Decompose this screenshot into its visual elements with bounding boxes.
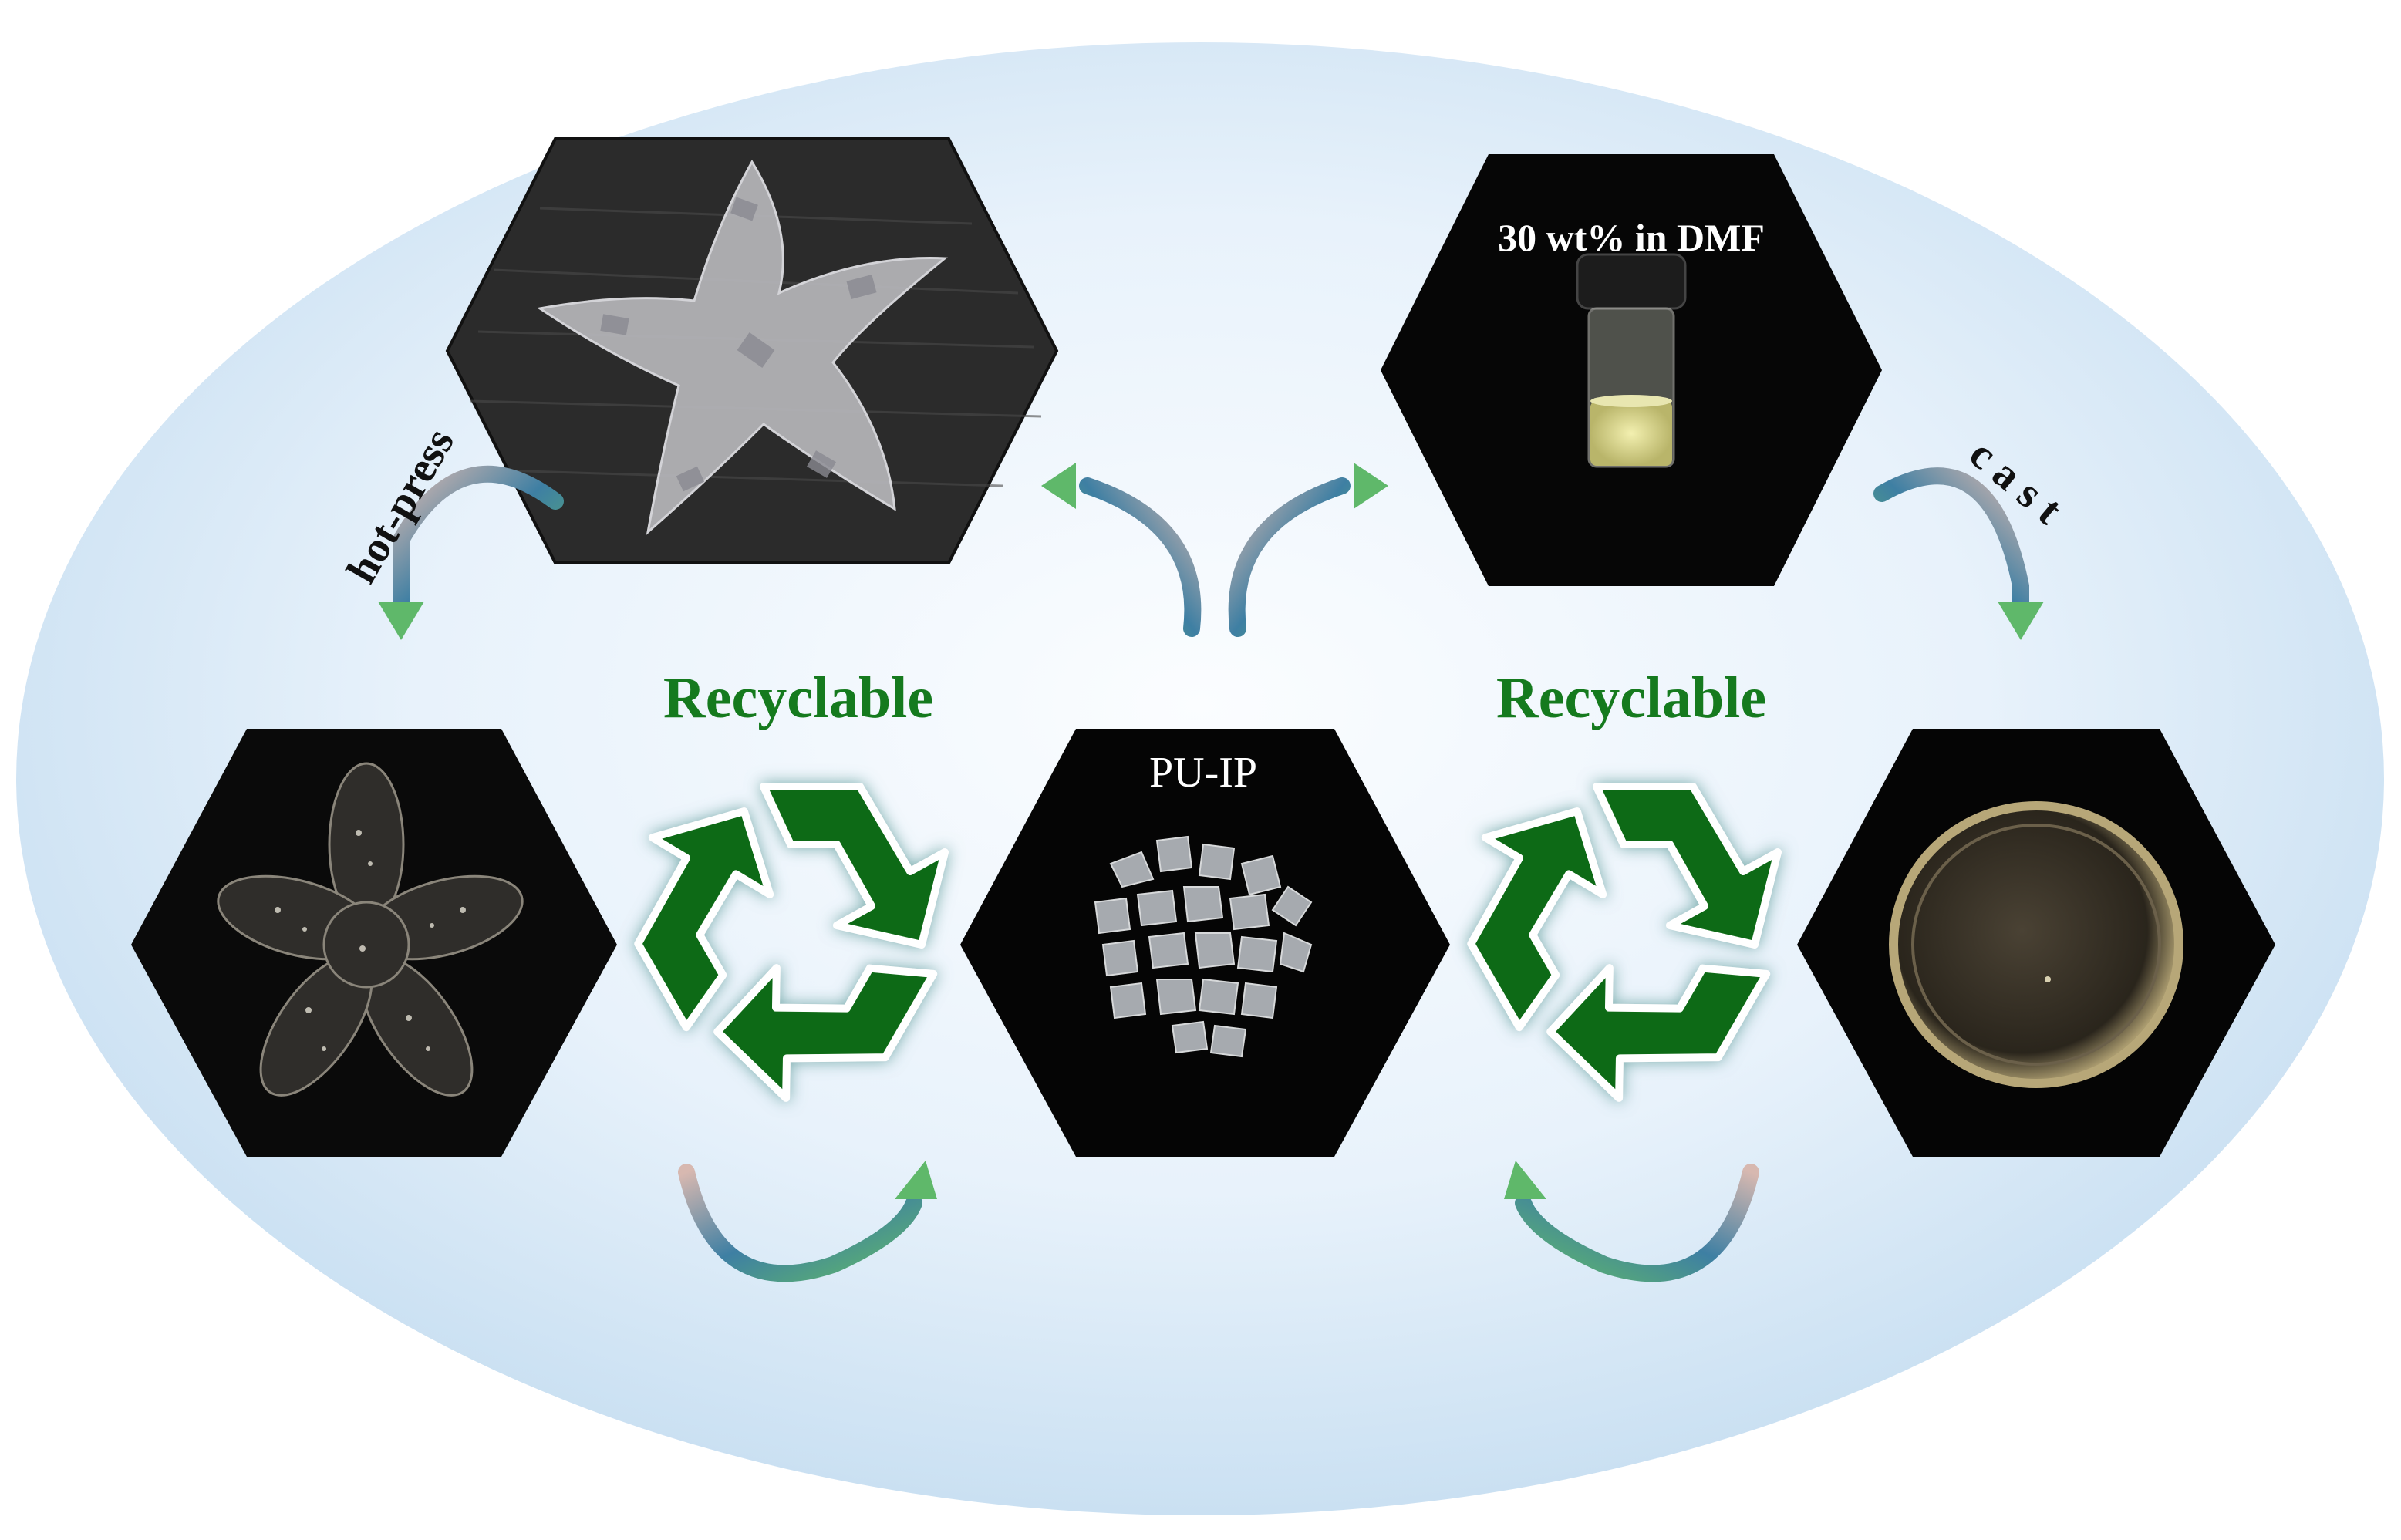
hexagon-flower-film (131, 729, 617, 1157)
curved-arrow-to-dmf (1228, 463, 1388, 637)
hexagon-dmf-solution: 30 wt% in DMF (1381, 154, 1882, 586)
label-pu-ip: PU-IP (1149, 749, 1257, 797)
label-recyclable-left: Recyclable (663, 666, 933, 730)
vial (1576, 253, 1687, 468)
curved-arrow-left-return (678, 1161, 937, 1282)
label-dmf: 30 wt% in DMF (1498, 216, 1765, 259)
curved-arrow-cast (1873, 467, 2044, 640)
pu-ip-granules (1094, 835, 1313, 1058)
curved-arrow-hot-press (378, 465, 564, 640)
hexagon-cast-film (1797, 729, 2275, 1157)
curved-arrow-to-hot-press (1041, 463, 1202, 637)
hexagon-pu-ip: PU-IP (960, 729, 1450, 1157)
label-recyclable-right: Recyclable (1496, 666, 1766, 730)
flower-film (217, 762, 524, 1097)
curved-arrow-right-return (1504, 1161, 1759, 1282)
hexagon-hot-press-pieces (445, 137, 1059, 564)
cast-film-dish (1889, 801, 2183, 1088)
